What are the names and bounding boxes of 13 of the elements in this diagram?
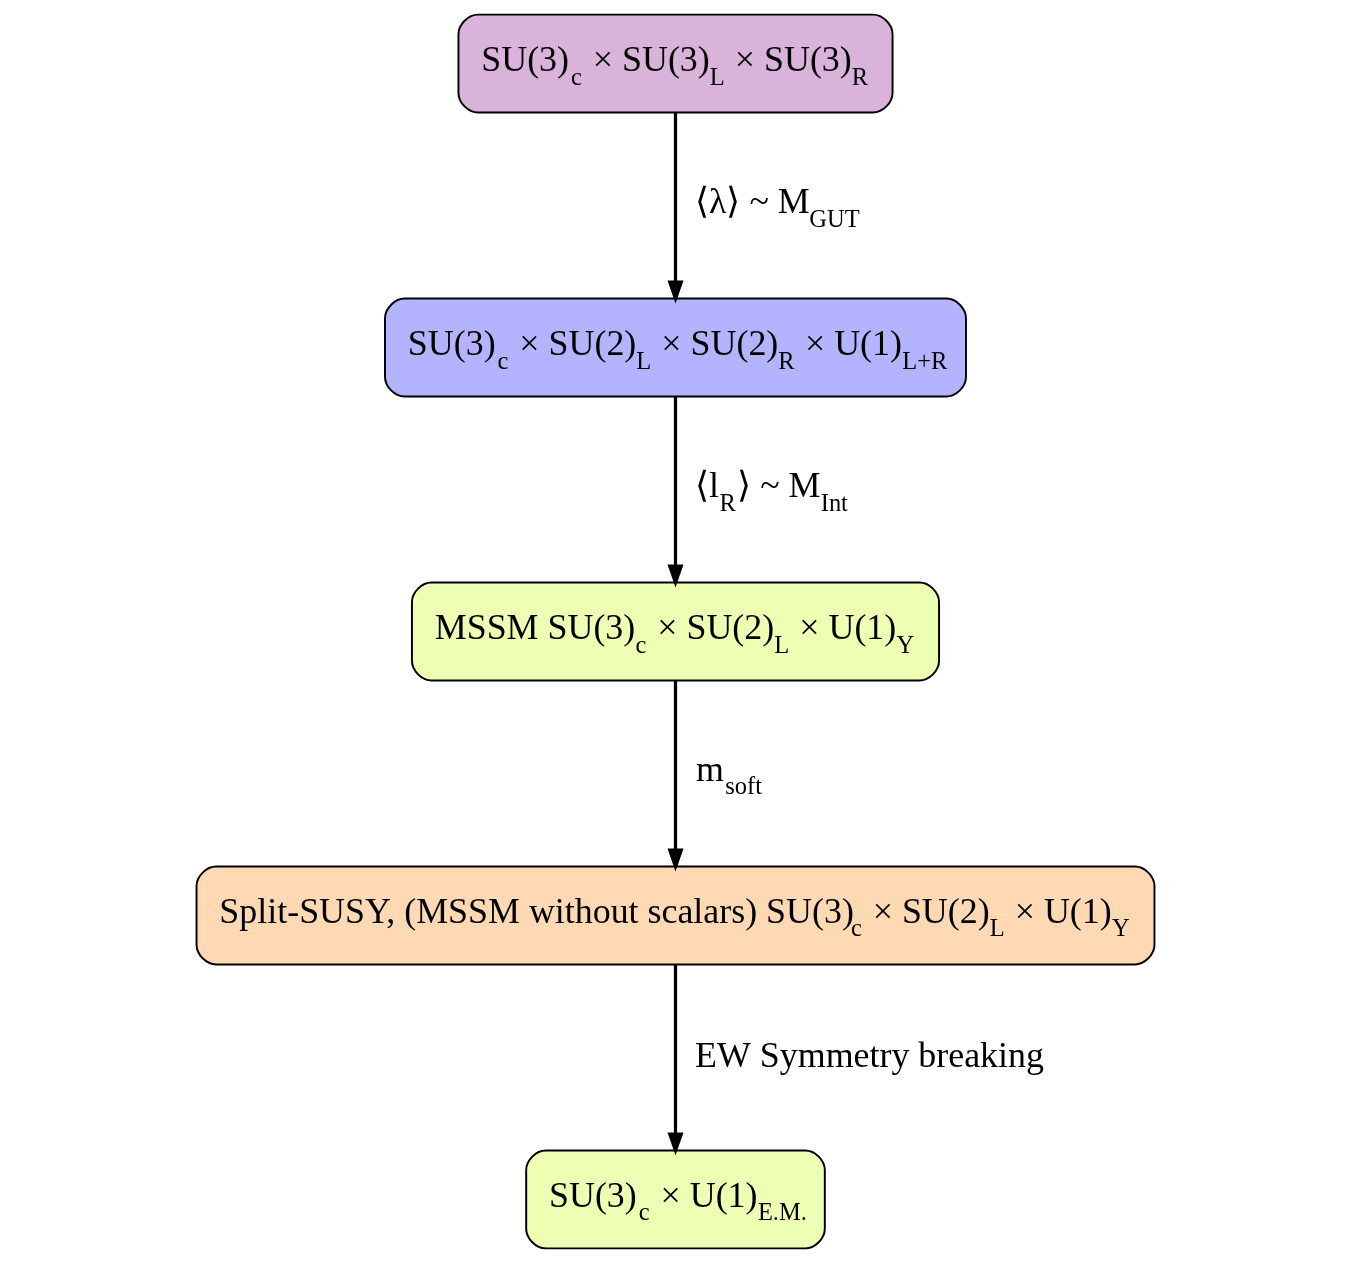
arrow xyxy=(667,112,683,304)
node-box: SU(3)$_{c}$ × SU(3)$_{L}$ × SU(3)$_{R}$ xyxy=(456,13,894,114)
node-box: Split-SUSY, (MSSM without scalars) SU(3)$_{c}$ × SU(2)$_{L}$ × U(1)$_{Y}$ xyxy=(195,865,1155,966)
node-box: SU(3)$_{c}$ × SU(2)$_{L}$ × SU(2)$_{R}$ × U(1)$_{L+R}$ xyxy=(383,297,967,398)
edge-label: EW Symmetry breaking xyxy=(694,1034,1044,1075)
arrow xyxy=(667,396,683,588)
node-box: MSSM SU(3)$_{c}$ × SU(2)$_{L}$ × U(1)$_{Y}$ xyxy=(410,581,940,682)
edge-label: m$_{soft}$ xyxy=(695,748,762,800)
arrow xyxy=(667,964,683,1156)
arrow xyxy=(667,680,683,872)
node-box: SU(3)$_{c}$ × U(1)$_{E.M.}$ xyxy=(524,1149,826,1250)
edge-label: ⟨λ⟩ ~ M$_{GUT}$ xyxy=(694,181,860,232)
edge-label: ⟨l$_{R}$⟩ ~ M$_{Int}$ xyxy=(694,465,848,516)
